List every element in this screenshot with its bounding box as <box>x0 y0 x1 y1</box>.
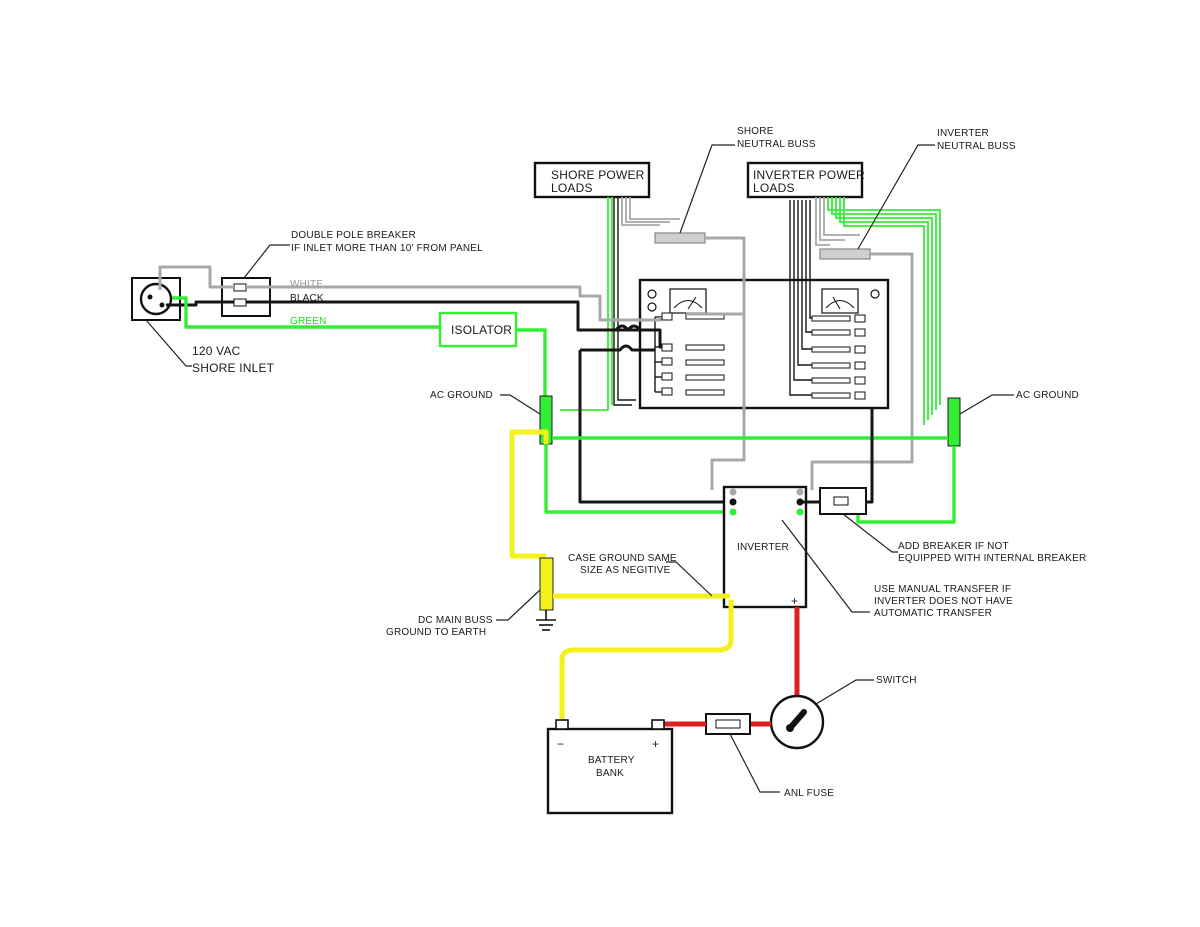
battery-bank-label-2: BANK <box>596 768 624 779</box>
panel-internal-wires-right <box>789 200 812 396</box>
ac-ground-right-buss <box>947 397 961 447</box>
shore-neutral-label-1: SHORE <box>737 126 774 137</box>
double-pole-breaker-label-1: DOUBLE POLE BREAKER <box>291 230 416 241</box>
shore-loads-wires <box>560 197 680 411</box>
panel-breakers-right <box>811 314 866 400</box>
inlet-black-wire <box>166 300 234 307</box>
shore-power-loads-label-2: LOADS <box>551 181 593 195</box>
inlet-green-wire <box>172 296 210 329</box>
panel-feed-black-3 <box>578 350 728 504</box>
left-ground-to-inverter <box>544 444 728 514</box>
ac-white-wire <box>246 285 662 322</box>
anl-fuse-leader <box>729 733 780 793</box>
battery-plus: + <box>652 737 659 751</box>
shore-inlet-label-1: 120 VAC <box>192 344 241 358</box>
double-pole-breaker-label-2: IF INLET MORE THAN 10' FROM PANEL <box>291 243 483 254</box>
inverter-plus: + <box>791 594 798 608</box>
breaker-to-panel-black <box>866 408 874 504</box>
shore-neutral-to-inverter <box>710 314 746 490</box>
shore-inlet-label-2: SHORE INLET <box>192 361 275 375</box>
ac-ground-right-leader <box>959 394 1014 415</box>
shore-neutral-leader <box>679 144 735 234</box>
inverter-neutral-buss <box>819 248 871 260</box>
inverter-power-loads-label-2: LOADS <box>753 181 795 195</box>
isolator-out-wire <box>516 328 547 400</box>
ground-symbol-icon <box>536 610 556 631</box>
dc-main-label-2: GROUND TO EARTH <box>386 627 486 638</box>
battery-neg-terminal <box>555 719 569 730</box>
inverter-neutral-label-1: INVERTER <box>937 128 989 139</box>
battery-minus: − <box>557 737 564 751</box>
manual-transfer-label-3: AUTOMATIC TRANSFER <box>874 608 992 619</box>
switch-leader <box>815 679 874 705</box>
breaker-icon <box>819 487 867 515</box>
shore-power-loads-box <box>533 161 651 199</box>
anl-fuse-label: ANL FUSE <box>784 788 834 799</box>
add-breaker-leader <box>842 513 898 553</box>
shore-neutral-label-2: NEUTRAL BUSS <box>737 139 816 150</box>
switch-label: SWITCH <box>876 675 917 686</box>
case-ground-wire <box>509 429 549 559</box>
inverter-neutral-link <box>810 252 914 490</box>
inverter-loads-wires <box>815 197 941 425</box>
green-label: GREEN <box>290 316 327 327</box>
breaker-icon <box>221 277 271 317</box>
shore-inlet-leader <box>145 319 192 367</box>
isolator-label: ISOLATOR <box>451 323 512 337</box>
black-label: BLACK <box>290 293 324 304</box>
ac-ground-left-leader <box>500 394 541 415</box>
inverter-neutral-leader <box>857 144 935 250</box>
battery-negative-wire <box>559 600 734 724</box>
breaker-leader <box>243 244 290 279</box>
panel-loop <box>614 324 642 332</box>
inverter-label: INVERTER <box>737 542 789 553</box>
manual-transfer-label-2: INVERTER DOES NOT HAVE <box>874 596 1013 607</box>
case-ground-leader <box>666 561 713 597</box>
add-breaker-label-2: EQUIPPED WITH INTERNAL BREAKER <box>898 553 1086 564</box>
ac-ground-left-label: AC GROUND <box>430 390 493 401</box>
battery-bank-label-1: BATTERY <box>588 755 635 766</box>
case-ground-label-1: CASE GROUND SAME <box>568 553 677 564</box>
add-breaker-label-1: ADD BREAKER IF NOT <box>898 541 1009 552</box>
shore-neutral-link <box>686 236 746 316</box>
meter-icon <box>821 288 880 314</box>
inlet-white-wire <box>158 265 234 290</box>
dc-main-buss <box>539 557 554 611</box>
battery-bank-box <box>546 727 674 815</box>
inverter-power-loads-box <box>746 161 864 199</box>
case-ground-label-2: SIZE AS NEGITIVE <box>580 565 671 576</box>
inverter-power-loads-label-1: INVERTER POWER <box>753 168 865 182</box>
panel-feed-black-2 <box>580 344 655 352</box>
manual-transfer-leader <box>781 519 870 613</box>
switch-icon <box>769 694 825 750</box>
dc-main-leader <box>496 589 541 621</box>
dc-main-label-1: DC MAIN BUSS <box>418 615 493 626</box>
shore-power-loads-label-1: SHORE POWER <box>551 168 645 182</box>
battery-pos-terminal <box>651 719 665 730</box>
fuse-icon <box>705 713 751 735</box>
right-ground-to-breaker <box>856 446 956 524</box>
manual-transfer-label-1: USE MANUAL TRANSFER IF <box>874 584 1011 595</box>
inverter-neutral-label-2: NEUTRAL BUSS <box>937 141 1016 152</box>
meter-icon <box>647 288 707 314</box>
inverter-box <box>722 485 808 609</box>
shore-neutral-buss <box>654 232 706 244</box>
ac-ground-right-label: AC GROUND <box>1016 390 1079 401</box>
ac-black-wire <box>246 300 620 332</box>
white-label: WHITE <box>290 279 323 290</box>
